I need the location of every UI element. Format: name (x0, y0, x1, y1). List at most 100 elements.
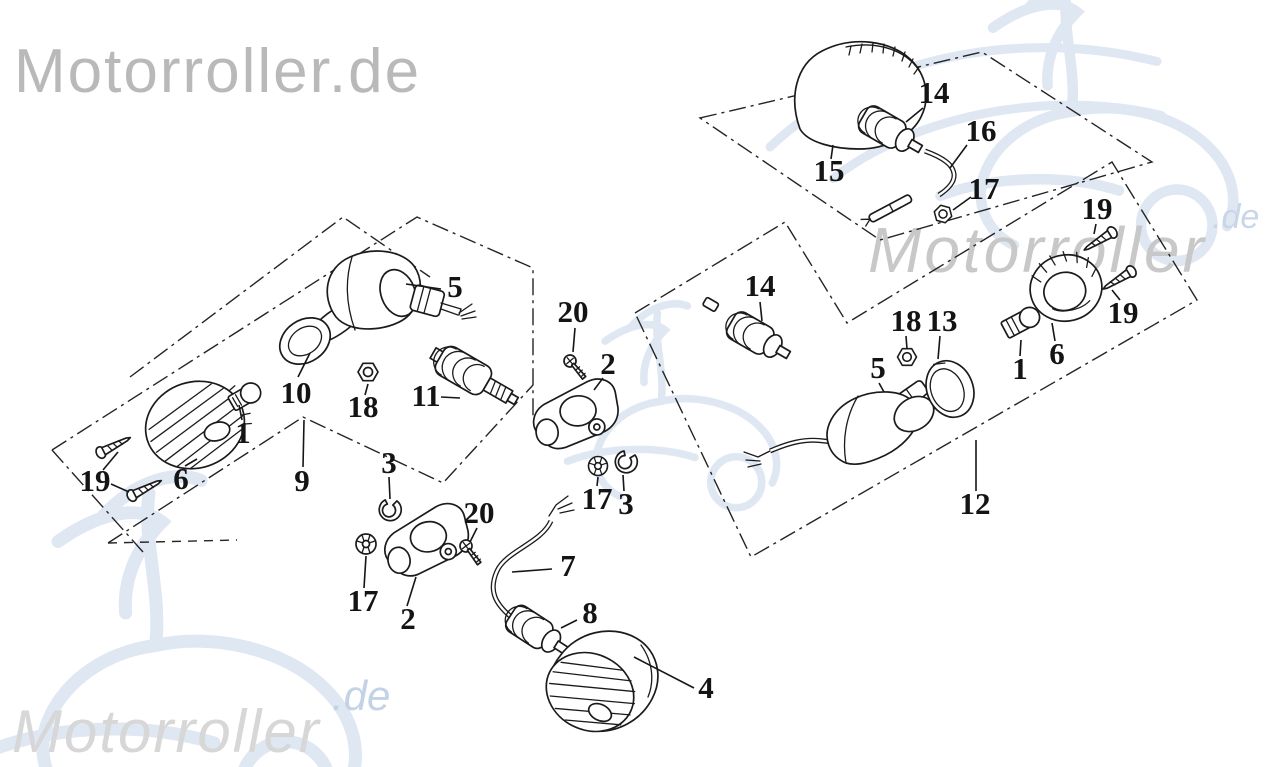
part-number-5-callout-0: 5 (447, 269, 463, 304)
leader-line-part-2-16-0 (593, 377, 604, 391)
group-outline-left-edge (51, 449, 144, 553)
diagram-line-art (548, 495, 575, 517)
holder-14-pin (702, 296, 720, 312)
diagram-line-art (506, 392, 520, 406)
group-outline-middle-dash (107, 539, 238, 544)
diagram-line-art (346, 256, 356, 331)
part-number-8-callout-13: 8 (582, 595, 598, 630)
leader-line-part-9-7-0 (302, 419, 305, 468)
leader-line-part-3-18-0 (622, 474, 625, 492)
diagram-line-art (845, 44, 921, 73)
leader-line-part-18-2-0 (364, 383, 369, 396)
part-number-2-callout-10: 2 (400, 601, 416, 636)
leader-line-part-20-11-0 (469, 527, 478, 543)
diagram-line-art (440, 302, 462, 316)
nut-18-left (357, 362, 379, 382)
bulb-1-left (227, 382, 262, 412)
part-number-18-callout-25: 18 (891, 303, 922, 338)
part-number-17-callout-9: 17 (348, 583, 379, 618)
diagram-line-art (1031, 250, 1097, 283)
leader-line-part-18-25-0 (905, 335, 908, 350)
diagram-line-art (1051, 299, 1091, 312)
lamp-5-left (326, 250, 477, 331)
diagram-line-art (433, 346, 485, 392)
leader-line-part-15-19-0 (830, 144, 834, 160)
part-number-18-callout-2: 18 (348, 389, 379, 424)
lens-13 (925, 359, 975, 419)
leader-line-part-17-9-0 (363, 555, 367, 589)
watermark-motorroller-bottom-left: Motorroller (12, 698, 321, 765)
diagram-line-art (924, 149, 956, 196)
diagram-line-art (843, 395, 859, 464)
diagram-line-art (848, 42, 920, 75)
diagram-line-art (932, 362, 946, 366)
leader-line-part-1-4-0 (238, 404, 243, 421)
leader-line-part-6-5-0 (184, 458, 198, 467)
diagram-line-art (929, 368, 965, 413)
leader-line-part-14-20-0 (905, 107, 924, 123)
leader-line-part-7-12-0 (511, 568, 553, 573)
part-number-10-callout-1: 10 (281, 375, 312, 410)
part-number-20-callout-15: 20 (558, 294, 589, 329)
leader-line-part-8-13-0 (560, 619, 578, 629)
part-number-19-callout-6: 19 (80, 463, 111, 498)
part-number-6-callout-5: 6 (173, 461, 189, 496)
part-number-4-callout-14: 4 (698, 670, 714, 705)
part-number-9-callout-7: 9 (294, 463, 310, 498)
part-number-14-callout-20: 14 (919, 75, 950, 110)
leader-line-part-19-6-0 (102, 451, 119, 471)
leader-line-part-16-21-0 (949, 144, 968, 169)
diagram-line-art (148, 383, 245, 470)
diagram-line-art (860, 194, 913, 227)
leader-line-part-4-14-0 (633, 656, 695, 689)
watermark-de-top-right: .de (1212, 198, 1259, 236)
group-outline-left-outer (51, 216, 534, 451)
part-number-19-callout-29: 19 (1082, 191, 1113, 226)
screw-20-upper (561, 353, 589, 381)
leader-line-part-19-6-1 (110, 483, 130, 493)
diagram-line-art (860, 203, 894, 227)
part-number-14-callout-23: 14 (745, 268, 776, 303)
part-number-12-callout-31: 12 (960, 486, 991, 521)
part-number-11-callout-3: 11 (411, 378, 440, 413)
part-number-3-callout-18: 3 (618, 486, 634, 521)
diagram-line-art (549, 661, 636, 726)
wire-16 (860, 148, 957, 227)
leader-line-part-3-8-0 (388, 476, 391, 500)
part-number-7-callout-12: 7 (560, 548, 576, 583)
leader-line-part-6-28-0 (1051, 322, 1056, 342)
watermark-motorroller-de-top-left: Motorroller.de (14, 37, 421, 106)
clip-3-upper (614, 450, 639, 474)
leader-line-part-20-15-0 (572, 327, 576, 353)
diagram-line-art (545, 651, 635, 733)
lens-cover-6-left (144, 380, 252, 470)
clip-3-lower (375, 495, 405, 525)
leader-line-part-13-26-0 (937, 335, 941, 360)
leader-line-part-17-17-0 (596, 476, 599, 487)
part-number-13-callout-26: 13 (927, 303, 958, 338)
bulb-holder-14-right (719, 306, 797, 369)
diagram-line-art (1005, 316, 1021, 337)
diagram-line-art (416, 286, 432, 314)
bracket-2-upper (528, 376, 623, 452)
part-number-20-callout-11: 20 (464, 495, 495, 530)
leader-line-part-14-23-0 (759, 301, 763, 322)
leader-line-part-10-1-0 (297, 352, 311, 378)
part-number-2-callout-16: 2 (600, 346, 616, 381)
diagram-line-art (743, 450, 771, 468)
screw-19-left-a (93, 431, 134, 461)
part-number-17-callout-22: 17 (969, 171, 1000, 206)
diagram-line-art (278, 317, 332, 365)
diagram-line-art (287, 325, 323, 357)
diagram-line-art (231, 394, 243, 407)
leader-line-part-5-24-0 (878, 382, 885, 393)
diagram-line-art (587, 702, 613, 723)
lamp-ring-6-right (1029, 250, 1103, 323)
part-number-3-callout-8: 3 (381, 445, 397, 480)
diagram-line-art (239, 382, 262, 404)
part-number-1-callout-4: 1 (235, 415, 251, 450)
diagram-line-art (379, 268, 417, 318)
leader-line-part-5-0-0 (405, 283, 442, 290)
